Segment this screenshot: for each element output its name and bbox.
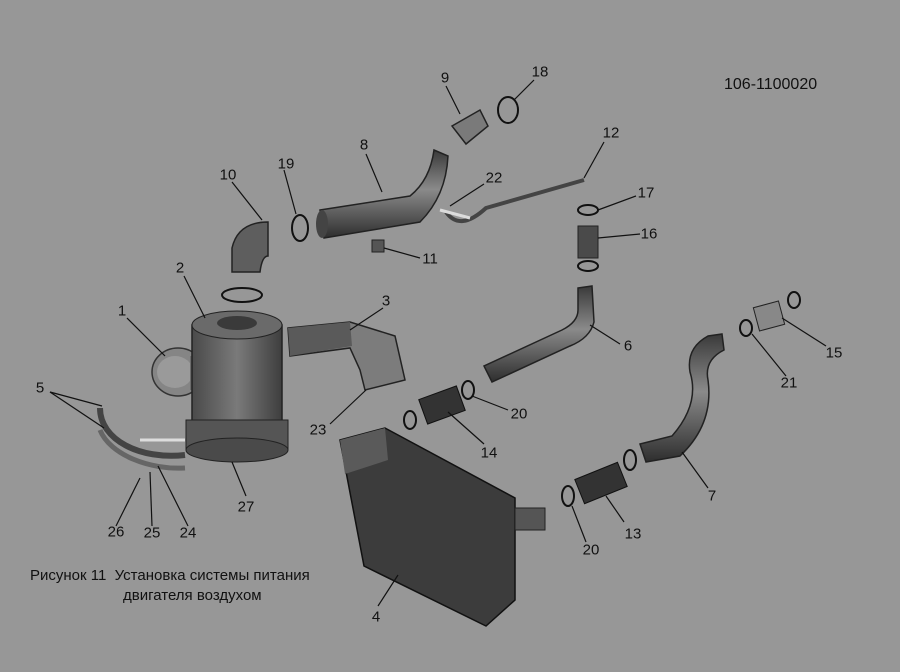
callout-20-lower: 20 bbox=[582, 541, 600, 559]
callout-2: 2 bbox=[175, 259, 185, 277]
part-18-clamp-ring bbox=[497, 96, 519, 124]
callout-24: 24 bbox=[179, 524, 197, 542]
callout-8: 8 bbox=[359, 136, 369, 154]
figure-title-line2: двигателя воздухом bbox=[123, 587, 262, 604]
callout-17: 17 bbox=[637, 184, 655, 202]
part-21-clamp-ring bbox=[739, 319, 753, 337]
part-13-rubber-sleeve bbox=[574, 461, 628, 505]
callout-22: 22 bbox=[485, 169, 503, 187]
part-20-clamp-ring-lower-right bbox=[623, 449, 637, 471]
part-2-air-filter-housing bbox=[185, 310, 289, 463]
filter-gasket-ring bbox=[221, 287, 263, 303]
callout-19: 19 bbox=[277, 155, 295, 173]
callout-20-upper: 20 bbox=[510, 405, 528, 423]
part-17-clamp-ring-lower bbox=[577, 260, 599, 272]
part-19-clamp-ring bbox=[291, 214, 309, 242]
part-17-clamp-ring bbox=[577, 204, 599, 216]
part-7-charge-pipe bbox=[639, 333, 725, 463]
callout-leader-lines bbox=[49, 79, 827, 607]
figure-label: Рисунок 11 bbox=[30, 567, 107, 584]
callout-11: 11 bbox=[422, 250, 438, 268]
callout-9: 9 bbox=[440, 69, 450, 87]
part-8-air-pipe bbox=[316, 148, 449, 239]
callout-3: 3 bbox=[381, 292, 391, 310]
callout-12: 12 bbox=[602, 124, 620, 142]
part-20-clamp-ring-lower bbox=[561, 485, 575, 507]
callout-4: 4 bbox=[371, 608, 381, 626]
callout-1: 1 bbox=[117, 302, 127, 320]
callout-23: 23 bbox=[309, 421, 327, 439]
parts-5-24-26-clamp-straps bbox=[97, 407, 186, 471]
part-15-clamp-ring bbox=[787, 291, 801, 309]
part-4-charge-air-cooler bbox=[339, 427, 546, 627]
part-16-rubber-sleeve bbox=[577, 225, 599, 259]
callout-25: 25 bbox=[143, 524, 161, 542]
callout-6: 6 bbox=[623, 337, 633, 355]
callout-13: 13 bbox=[624, 525, 642, 543]
part-14-rubber-sleeve bbox=[418, 385, 466, 425]
part-12-support-rod bbox=[444, 178, 585, 223]
part-20-clamp-ring-left bbox=[403, 410, 417, 430]
part-6-charge-pipe bbox=[482, 285, 595, 383]
callout-10: 10 bbox=[219, 166, 237, 184]
callout-27: 27 bbox=[237, 498, 255, 516]
part-22-rod-bracket bbox=[439, 208, 471, 220]
callout-18: 18 bbox=[531, 63, 549, 81]
callout-7: 7 bbox=[707, 487, 717, 505]
callout-14: 14 bbox=[480, 444, 498, 462]
figure-title-line1: Установка системы питания bbox=[114, 567, 310, 584]
part-20-clamp-ring-right bbox=[461, 380, 475, 400]
callout-16: 16 bbox=[640, 225, 658, 243]
callout-5: 5 bbox=[35, 379, 45, 397]
part-3-mounting-bracket bbox=[287, 321, 406, 391]
part-11-sleeve bbox=[371, 239, 385, 253]
part-15-rubber-sleeve bbox=[752, 300, 786, 332]
figure-caption: Рисунок 11 Установка системы питания дви… bbox=[30, 566, 310, 606]
callout-15: 15 bbox=[825, 344, 843, 362]
callout-21: 21 bbox=[780, 374, 798, 392]
callout-26: 26 bbox=[107, 523, 125, 541]
part-9-short-hose bbox=[450, 108, 489, 146]
document-code: 106-1100020 bbox=[724, 76, 818, 93]
part-10-rubber-elbow bbox=[231, 221, 269, 273]
